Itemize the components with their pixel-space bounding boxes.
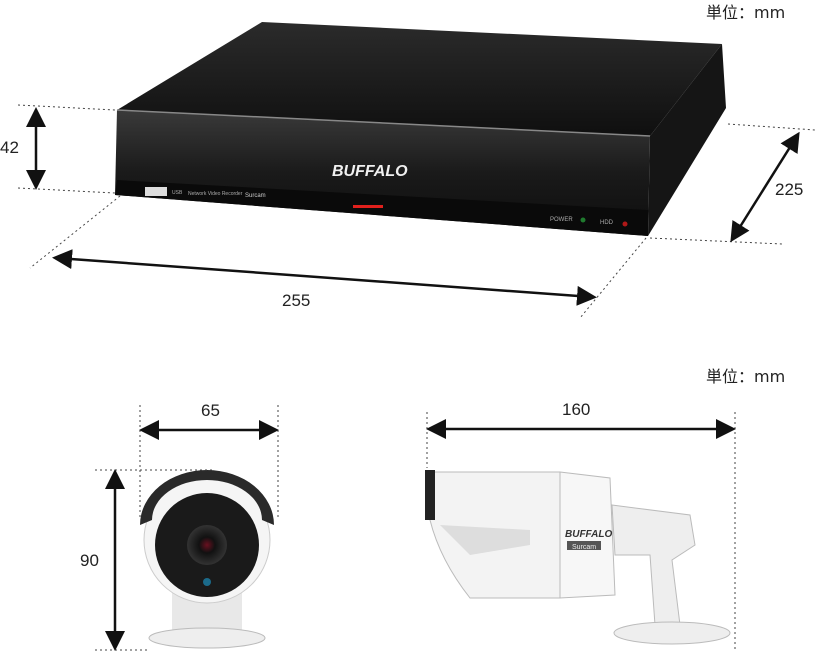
camera-side-dimensions: 160 xyxy=(426,400,736,650)
hdd-led xyxy=(622,221,628,227)
camera-width-label: 65 xyxy=(201,401,220,420)
status-led-bar xyxy=(353,205,383,208)
series-label: Surcam xyxy=(245,193,266,199)
nvr-height-label: 42 xyxy=(0,138,19,157)
nvr-dimensions: 42 255 225 xyxy=(0,104,816,319)
power-led xyxy=(580,217,586,223)
nvr-width-label: 255 xyxy=(282,291,310,310)
camera-front-dimensions: 65 90 xyxy=(80,401,279,651)
power-label: POWER xyxy=(550,217,573,223)
camera-front-view xyxy=(140,470,274,649)
camera-series-label: Surcam xyxy=(572,544,596,551)
nvr-depth-label: 225 xyxy=(775,180,803,199)
hdd-label: HDD xyxy=(600,220,614,226)
usb-port xyxy=(145,187,167,196)
model-label: Network Video Recorder xyxy=(188,191,243,197)
camera-height-label: 90 xyxy=(80,551,99,570)
unit-label-top: 単位：mm xyxy=(706,3,785,22)
usb-label: USB xyxy=(172,190,183,196)
nvr-brand-logo: BUFFALO xyxy=(332,163,408,180)
unit-label-bottom: 単位：mm xyxy=(706,367,785,386)
camera-brand-logo: BUFFALO xyxy=(565,529,612,540)
camera-side-view: BUFFALO Surcam xyxy=(425,470,731,645)
camera-length-label: 160 xyxy=(562,400,590,419)
nvr-device: BUFFALO USB Network Video Recorder Surca… xyxy=(115,22,726,236)
